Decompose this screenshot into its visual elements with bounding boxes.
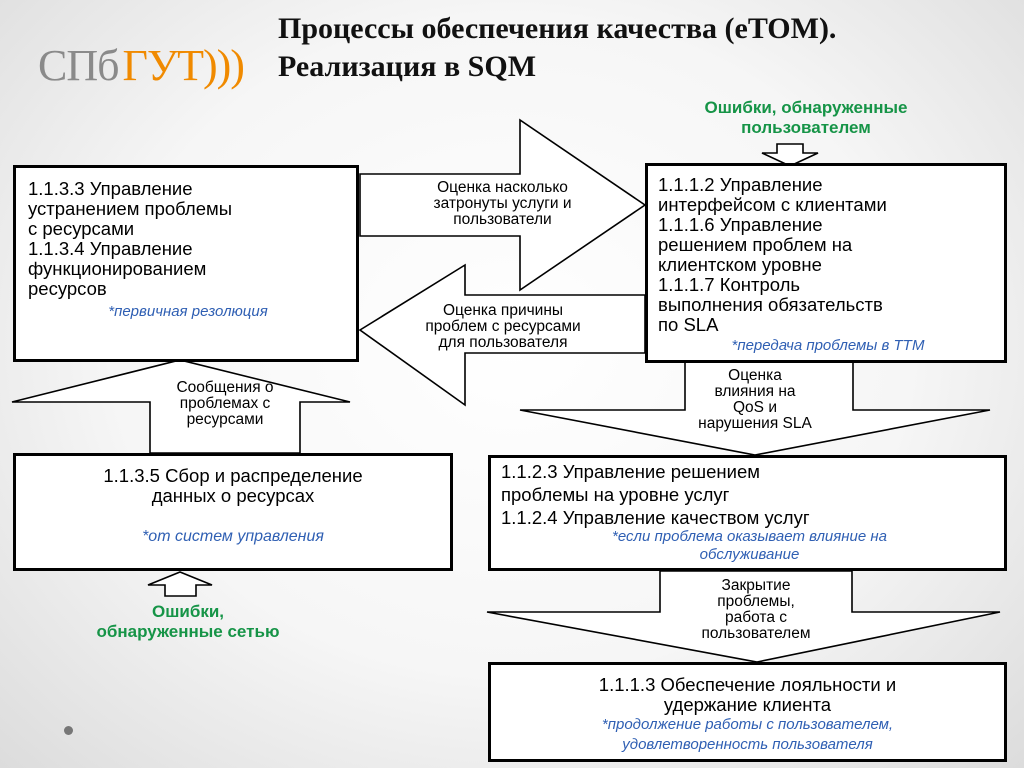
arrow-user-errors	[761, 143, 819, 167]
logo: СПбГУТ)))	[38, 40, 245, 91]
box-retention: 1.1.1.3 Обеспечение лояльности и удержан…	[488, 662, 1007, 762]
box-line: 1.1.1.2 Управление	[658, 174, 823, 195]
page-title: Процессы обеспечения качества (eTOM). Ре…	[278, 10, 1018, 86]
label-closure: Закрытие проблемы, работа с пользователе…	[660, 578, 852, 642]
label-line: проблемы,	[717, 593, 795, 610]
box-line: 1.1.1.3 Обеспечение лояльности и	[598, 674, 897, 695]
box-line: с ресурсами	[28, 218, 135, 239]
network-errors-label: Ошибки, обнаруженные сетью	[28, 602, 348, 642]
label-resource-messages: Сообщения о проблемах с ресурсами	[130, 380, 320, 428]
box-resource-data: 1.1.3.5 Сбор и распределение данных о ре…	[13, 453, 453, 571]
user-errors-line-1: Ошибки, обнаруженные	[704, 98, 908, 117]
box-resource-problem: 1.1.3.3 Управление устранением проблемы …	[13, 165, 359, 362]
logo-part-gut: ГУТ	[122, 41, 204, 90]
box-line: 1.1.1.6 Управление	[658, 214, 823, 235]
logo-waves: )))	[202, 41, 245, 90]
label-line: нарушения SLA	[698, 415, 812, 432]
label-line: Оценка	[728, 367, 782, 384]
arrow-qos-assessment	[519, 361, 991, 456]
box-note: обслуживание	[699, 546, 800, 563]
box-line: интерфейсом с клиентами	[658, 194, 887, 215]
box-note: удовлетворенность пользователя	[622, 736, 873, 753]
box-line: устранением проблемы	[28, 198, 233, 219]
network-errors-line-1: Ошибки,	[151, 602, 225, 621]
box-line: 1.1.1.7 Контроль	[658, 274, 801, 295]
box-line: выполнения обязательств	[658, 294, 883, 315]
label-line: затронуты услуги и	[433, 195, 572, 212]
box-service-problem: 1.1.2.3 Управление решением проблемы на …	[488, 455, 1007, 571]
arrow-impact-assessment	[359, 118, 647, 292]
label-line: Оценка причины	[442, 302, 564, 319]
logo-part-spb: СПб	[38, 41, 120, 90]
box-note: *от систем управления	[142, 528, 324, 545]
box-line: ресурсов	[28, 278, 107, 299]
label-line: Сообщения о	[176, 379, 274, 396]
slide-bullet-dot	[64, 726, 73, 735]
label-line: пользователем	[701, 625, 811, 642]
box-note: *продолжение работы с пользователем,	[601, 716, 894, 733]
box-note: *передача проблемы в ТТМ	[731, 337, 925, 354]
user-errors-label: Ошибки, обнаруженные пользователем	[620, 98, 992, 138]
label-impact-assessment: Оценка насколько затронуты услуги и поль…	[380, 180, 625, 228]
box-line: проблемы на уровне услуг	[501, 484, 730, 505]
box-line: 1.1.3.3 Управление	[28, 178, 193, 199]
label-line: проблемах с	[179, 395, 271, 412]
box-note: *если проблема оказывает влияние на	[612, 528, 887, 545]
title-line-2: Реализация в SQM	[278, 50, 537, 83]
arrow-network-errors	[147, 571, 213, 597]
label-line: для пользователя	[438, 334, 568, 351]
box-line: 1.1.2.3 Управление решением	[501, 461, 760, 482]
box-line: удержание клиента	[663, 694, 832, 715]
label-line: проблем с ресурсами	[425, 318, 581, 335]
box-note: *первичная резолюция	[108, 303, 268, 320]
box-line: по SLA	[658, 314, 719, 335]
label-line: работа с	[725, 609, 787, 626]
label-line: Оценка насколько	[437, 179, 568, 196]
label-cause-assessment: Оценка причины проблем с ресурсами для п…	[372, 303, 634, 351]
user-errors-line-2: пользователем	[741, 118, 871, 137]
box-line: 1.1.2.4 Управление качеством услуг	[501, 507, 810, 528]
box-customer-interface: 1.1.1.2 Управление интерфейсом с клиента…	[645, 163, 1007, 363]
label-line: пользователи	[453, 211, 552, 228]
label-qos-assessment: Оценка влияния на QoS и нарушения SLA	[660, 368, 850, 432]
box-line: 1.1.3.4 Управление	[28, 238, 193, 259]
box-line: решением проблем на	[658, 234, 853, 255]
label-line: ресурсами	[186, 411, 264, 428]
title-line-1: Процессы обеспечения качества (eTOM).	[278, 12, 837, 45]
box-line: 1.1.3.5 Сбор и распределение	[103, 465, 363, 486]
box-line: функционированием	[28, 258, 207, 279]
label-line: влияния на	[714, 383, 796, 400]
arrow-closure	[486, 570, 1001, 663]
network-errors-line-2: обнаруженные сетью	[96, 622, 280, 641]
arrow-cause-assessment	[358, 263, 646, 407]
box-line: данных о ресурсах	[151, 485, 315, 506]
arrow-resource-messages	[11, 359, 351, 454]
box-line: клиентском уровне	[658, 254, 822, 275]
label-line: QoS и	[733, 399, 777, 416]
label-line: Закрытие	[721, 577, 791, 594]
